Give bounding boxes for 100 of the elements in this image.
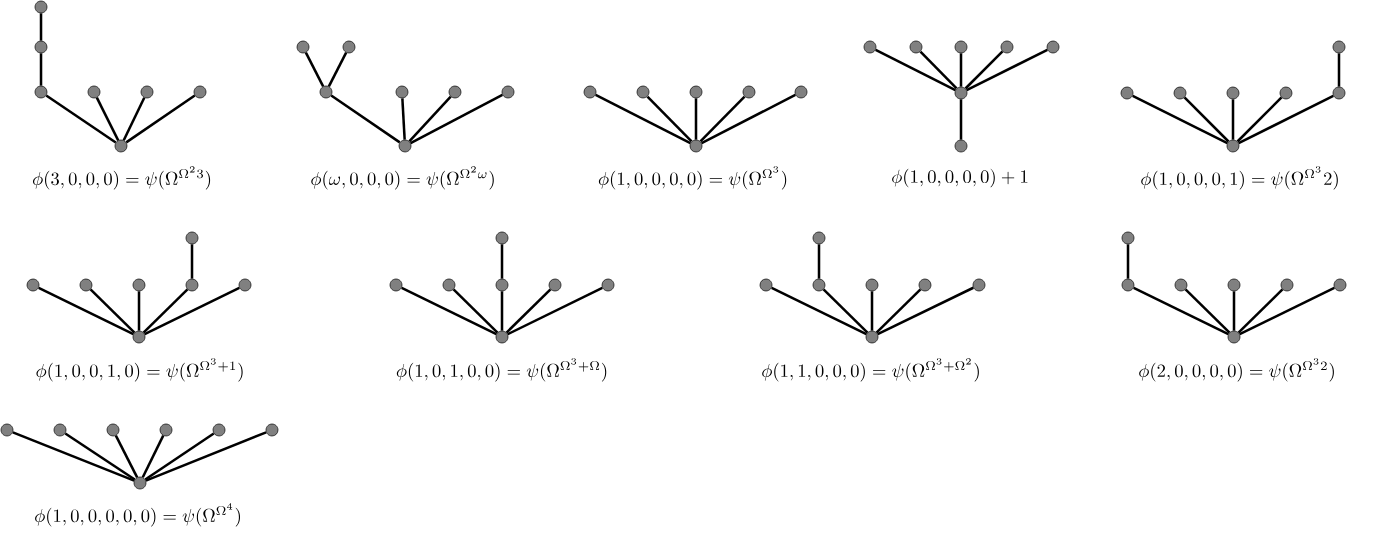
tree-edge: [122, 97, 146, 141]
tree-vertex: [1333, 278, 1347, 292]
tree-vertex: [448, 85, 462, 99]
tree-edge: [1238, 94, 1334, 145]
tree-edge: [966, 48, 1048, 92]
tree-vertex: [909, 40, 923, 54]
tree-vertex: [1174, 278, 1188, 292]
tree-edge: [12, 431, 135, 482]
tree-edge: [114, 435, 139, 478]
tree-edge: [959, 99, 963, 140]
tree-vertex: [342, 40, 356, 54]
tree-vertex: [1332, 40, 1346, 54]
tree-edge: [38, 286, 134, 336]
tree-edge: [45, 94, 117, 144]
tree-vertex: [759, 278, 773, 292]
tree-edge: [327, 52, 348, 87]
tree-vertex: [954, 40, 968, 54]
tree-edge: [408, 95, 452, 143]
tree-vertex: [1227, 330, 1241, 344]
tree-vertex: [601, 278, 615, 292]
tree-vertex: [114, 139, 128, 153]
tree-vertex: [395, 85, 409, 99]
tree-vertex: [140, 85, 154, 99]
tree-vertex: [495, 278, 509, 292]
tree-vertex: [689, 139, 703, 153]
tree-edge: [1183, 96, 1230, 143]
tree-vertex: [265, 423, 279, 437]
tree-edge: [141, 435, 165, 478]
tree-edge: [919, 50, 958, 90]
tree-edge: [401, 98, 406, 140]
tree-vertex: [954, 86, 968, 100]
tree-edge: [505, 288, 552, 334]
tree-vertex: [1121, 231, 1135, 245]
formula-label: $\phi(2,0,0,0,0) = \psi(\Omega^{\Omega^3 2})$: [1139, 358, 1334, 382]
tree-edge: [137, 291, 141, 331]
formula-label: $\phi(1,0,0,0,1) = \psi(\Omega^{\Omega^3} 2)$: [1141, 166, 1338, 190]
tree-vertex: [636, 85, 650, 99]
tree-edge: [595, 93, 691, 145]
tree-edge: [452, 288, 499, 334]
tree-vertex: [34, 40, 48, 54]
tree-vertex: [1226, 139, 1240, 153]
formula-label: $\phi(1,1,0,0,0) = \psi(\Omega^{\Omega^3+\Omega^2})$: [762, 358, 979, 382]
tree-vertex: [185, 231, 199, 245]
tree-vertex: [34, 0, 48, 14]
tree-edge: [125, 94, 196, 144]
tree-edge: [875, 48, 956, 92]
tree-vertex: [954, 139, 968, 153]
tree-edge: [771, 286, 867, 336]
tree-vertex: [1173, 86, 1187, 100]
tree-vertex: [0, 423, 14, 437]
tree-edge: [142, 288, 189, 334]
formula-label: $\phi(\omega,0,0,0) = \psi(\Omega^{\Omega^2 \omega})$: [311, 166, 494, 190]
tree-edge: [95, 97, 120, 141]
tree-vertex: [26, 278, 40, 292]
tree-edge: [1337, 53, 1341, 87]
tree-edge: [401, 286, 497, 336]
tree-vertex: [1046, 40, 1060, 54]
tree-edge: [699, 95, 746, 143]
tree-vertex: [1226, 86, 1240, 100]
tree-vertex: [863, 40, 877, 54]
tree-vertex: [238, 278, 252, 292]
formula-label: $\phi(1,0,0,1,0) = \psi(\Omega^{\Omega^3+1})$: [36, 358, 243, 382]
tree-vertex: [1120, 86, 1134, 100]
tree-edge: [500, 291, 504, 331]
tree-vertex: [812, 278, 826, 292]
tree-vertex: [296, 40, 310, 54]
tree-edge: [1126, 244, 1130, 279]
tree-vertex: [159, 423, 173, 437]
tree-vertex: [133, 476, 147, 490]
formula-label: $\phi(1,0,1,0,0) = \psi(\Omega^{\Omega^3+\Omega})$: [396, 358, 607, 382]
tree-vertex: [132, 278, 146, 292]
tree-edge: [959, 53, 963, 87]
tree-edge: [39, 53, 43, 86]
tree-vertex: [398, 139, 412, 153]
formula-label: $\phi(1,0,0,0,0) = \psi(\Omega^{\Omega^3})$: [598, 166, 787, 190]
formula-label: $\phi(1,0,0,0,0,0) = \psi(\Omega^{\Omega^4})$: [35, 503, 240, 527]
tree-edge: [410, 93, 503, 145]
tree-vertex: [193, 85, 207, 99]
tree-edge: [1237, 288, 1284, 334]
tree-edge: [89, 288, 136, 334]
tree-vertex: [185, 278, 199, 292]
tree-vertex: [1227, 278, 1241, 292]
tree-edge: [1133, 286, 1229, 336]
formula-label: $\phi(3,0,0,0) = \psi(\Omega^{\Omega^2 3})$: [33, 166, 211, 190]
tree-vertex: [501, 85, 515, 99]
tree-vertex: [742, 85, 756, 99]
tree-edge: [877, 286, 974, 336]
tree-vertex: [1280, 278, 1294, 292]
tree-vertex: [319, 85, 333, 99]
tree-vertex: [583, 85, 597, 99]
tree-edge: [701, 93, 796, 145]
tree-edge: [500, 244, 504, 279]
tree-vertex: [548, 278, 562, 292]
formula-label: $\phi(1,0,0,0,0) + 1$: [892, 168, 1028, 188]
tree-vertex: [106, 423, 120, 437]
tree-edge: [144, 432, 215, 481]
tree-vertex: [79, 278, 93, 292]
tree-edge: [875, 288, 922, 334]
tree-vertex: [53, 423, 67, 437]
tree-edge: [190, 244, 194, 279]
